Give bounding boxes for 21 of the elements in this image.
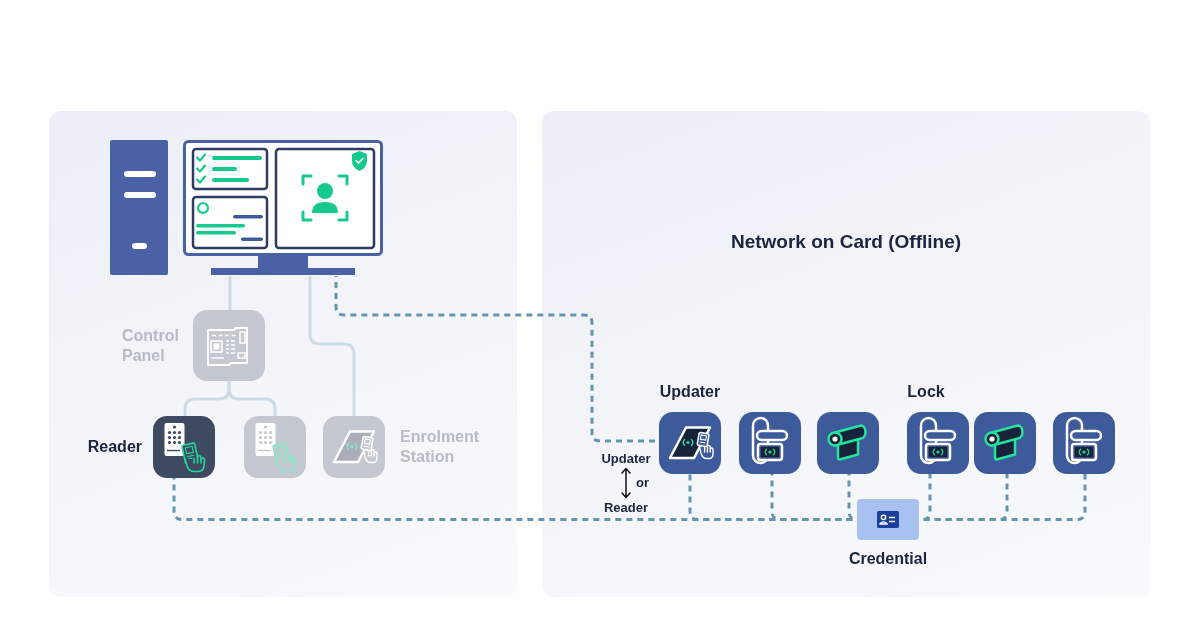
connector (228, 276, 232, 310)
node-label: Credential (848, 549, 928, 569)
node-label: Lock (907, 382, 945, 402)
node-label: Updater (659, 382, 721, 402)
annotation-text: or (636, 475, 649, 491)
panel (542, 111, 1150, 597)
device-tile (974, 412, 1036, 474)
device-tile (817, 412, 879, 474)
node-label: Enrolment Station (400, 427, 481, 467)
device-tile (244, 416, 306, 478)
panel (49, 111, 517, 597)
node-label: Control Panel (122, 325, 180, 366)
annotation-text: Updater (601, 451, 651, 467)
device-tile (1053, 412, 1115, 474)
connector (227, 381, 277, 416)
computer-illustration (110, 140, 384, 276)
node-label: Reader (87, 437, 142, 457)
annotation-text: Reader (603, 500, 649, 516)
panel-title: Network on Card (Offline) (730, 230, 962, 254)
device-tile (739, 412, 801, 474)
connector (308, 276, 356, 416)
